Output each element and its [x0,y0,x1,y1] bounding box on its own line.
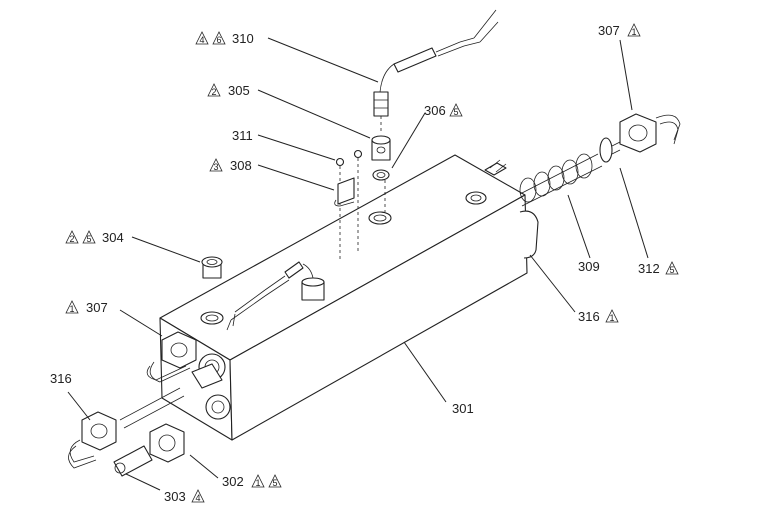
callout-label: 307 [598,23,620,38]
callout-305: 2 305 [207,83,250,98]
callout-316-left: 316 [50,371,72,386]
callout-303: 303 4 [164,489,205,504]
callout-308: 3 308 [209,158,252,173]
note-number: 1 [609,313,614,323]
note-number: 6 [216,35,221,45]
callout-label: 301 [452,401,474,416]
callout-label: 305 [228,83,250,98]
callout-309: 309 [578,259,600,274]
compression-nut-305 [371,135,391,161]
note-number: 2 [69,234,74,244]
note-number: 5 [272,478,277,488]
spring-309 [519,153,603,207]
note-number: 5 [86,234,91,244]
callout-label: 306 [424,103,446,118]
callout-307-top: 307 1 [598,23,641,38]
callout-label: 304 [102,230,124,245]
callout-306: 306 5 [424,103,463,118]
note-number: 5 [453,107,458,117]
callout-label: 307 [86,300,108,315]
note-number: 1 [69,304,74,314]
callout-310: 4 6 310 [195,31,254,46]
note-number: 3 [213,162,218,172]
note-number: 1 [631,27,636,37]
callout-label: 303 [164,489,186,504]
ferrule-312 [599,137,613,163]
callout-label: 311 [232,128,253,143]
callout-label: 302 [222,474,244,489]
note-number: 2 [211,87,216,97]
note-number: 4 [195,493,200,503]
clip-and-screws [334,149,363,260]
callout-label: 312 [638,261,660,276]
callout-304: 2 5 304 [65,230,124,245]
callout-label: 316 [578,309,600,324]
plug-304 [201,256,223,279]
right-fitting [484,159,539,259]
ferrule-306 [372,169,390,181]
callout-311: 311 [232,128,253,143]
left-fittings [68,331,223,477]
callout-label: 309 [578,259,600,274]
callout-307-left: 1 307 [65,300,108,315]
nut-307-right [611,113,681,155]
thermocouple-310 [373,9,499,212]
note-number: 5 [669,265,674,275]
bulkhead-connector [226,261,325,331]
callout-302: 302 1 5 [222,474,282,489]
callout-label: 310 [232,31,254,46]
callout-301: 301 [452,401,474,416]
callout-label: 316 [50,371,72,386]
leader-lines [67,37,649,491]
callout-316-right: 316 1 [578,309,619,324]
callout-label: 308 [230,158,252,173]
callout-312: 312 5 [638,261,679,276]
note-number: 4 [199,35,204,45]
note-number: 1 [255,478,260,488]
